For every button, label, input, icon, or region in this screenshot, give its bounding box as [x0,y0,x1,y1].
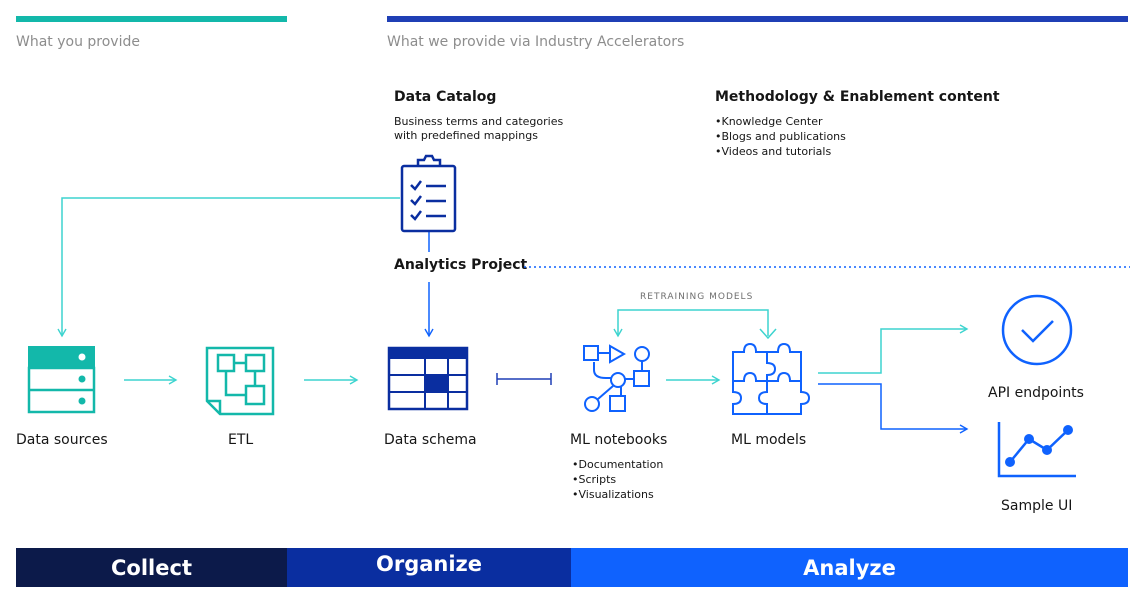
notebook-items-list: Documentation Scripts Visualizations [572,457,664,502]
methodology-item: Blogs and publications [715,129,846,144]
accelerators-bar [387,16,1128,22]
what-you-provide-heading: What you provide [16,34,140,50]
models-to-api-arrow [818,324,969,374]
methodology-title: Methodology & Enablement content [715,89,1000,105]
organize-phase-bar: Organize [287,548,571,587]
ml-models-puzzle-icon [732,342,811,415]
api-endpoint-check-icon [1001,294,1073,366]
provide-bar [16,16,287,22]
data-catalog-desc-1: Business terms and categories [394,115,564,128]
data-catalog-title: Data Catalog [394,89,497,105]
what-we-provide-heading: What we provide via Industry Accelerator… [387,34,685,50]
data-schema-label: Data schema [384,432,477,448]
api-endpoints-label: API endpoints [988,385,1084,401]
ml-notebook-network-icon [583,344,650,412]
catalog-to-sources-connector [57,197,400,338]
schema-to-notebooks-connector [496,373,552,385]
organize-phase-label: Organize [375,552,483,576]
sample-ui-label: Sample UI [1001,498,1073,514]
analyze-phase-label: Analyze [803,555,896,580]
analytics-project-title: Analytics Project [394,257,528,273]
ml-models-label: ML models [731,432,807,448]
data-sources-label: Data sources [16,432,108,448]
database-server-icon [27,346,96,414]
notebook-item: Visualizations [572,487,663,502]
analyze-phase-bar: Analyze [571,548,1128,587]
ml-notebooks-label: ML notebooks [570,432,668,448]
clipboard-checklist-icon [400,154,457,233]
models-to-sample-ui-arrow [818,383,969,434]
methodology-item: Videos and tutorials [715,144,846,159]
notebook-item: Scripts [572,472,663,487]
methodology-item: Knowledge Center [715,114,846,129]
retraining-loop-arrow [613,309,777,340]
methodology-list: Knowledge Center Blogs and publications … [715,114,846,159]
etl-label: ETL [228,432,254,448]
notebook-item: Documentation [572,457,664,472]
collect-phase-label: Collect [111,555,192,580]
etl-flow-icon [205,346,275,416]
collect-phase-bar: Collect [16,548,287,587]
data-schema-table-icon [387,346,469,411]
retraining-models-label: RETRAINING MODELS [640,292,754,302]
sample-ui-chart-icon [997,422,1076,478]
data-catalog-desc-2: with predefined mappings [394,129,538,142]
